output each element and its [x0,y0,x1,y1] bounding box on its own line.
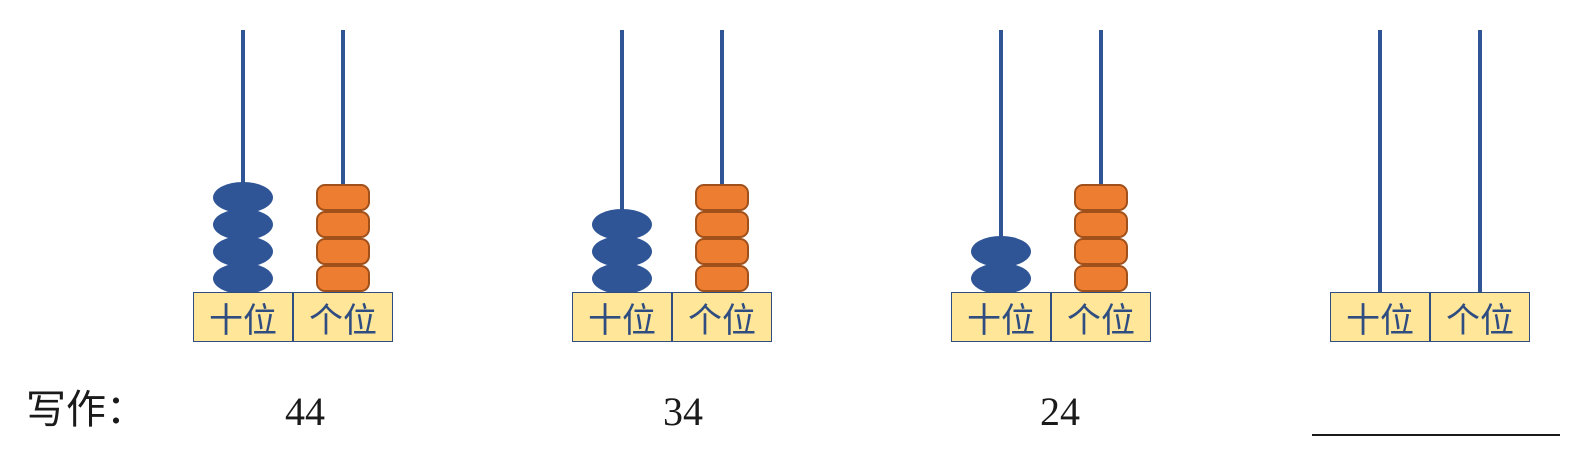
abacus-1-tens-label: 十位 [193,292,293,342]
write-label: 写作： [26,387,146,433]
abacus-3-tens-bead [971,236,1031,267]
abacus-2-tens-label: 十位 [572,292,672,342]
abacus-3-ones-bead [1074,184,1128,211]
abacus-2-ones-bead [695,238,749,265]
abacus-1-ones-bead [316,184,370,211]
abacus-1-tens-bead [213,182,273,213]
abacus-3-ones-bead [1074,265,1128,292]
abacus-4-tens-label: 十位 [1330,292,1430,342]
abacus-2-ones-bead [695,211,749,238]
abacus-1-ones-label: 个位 [293,292,393,342]
abacus-2-ones-bead [695,184,749,211]
abacus-3-ones-bead [1074,211,1128,238]
abacus-1-ones-bead [316,211,370,238]
abacus-4-ones-label: 个位 [1430,292,1530,342]
abacus-3-ones-bead [1074,238,1128,265]
abacus-1-ones-bead [316,265,370,292]
abacus-1-ones-bead [316,238,370,265]
written-value-2: 34 [663,389,703,434]
abacus-2-tens-bead [592,236,652,267]
abacus-2-ones-bead [695,265,749,292]
abacus-3-tens-label: 十位 [951,292,1051,342]
abacus-2-tens-bead [592,209,652,240]
abacus-2-ones-label: 个位 [672,292,772,342]
abacus-3-ones-label: 个位 [1051,292,1151,342]
answer-blank-line[interactable] [1312,434,1560,436]
abacus-2-tens-bead [592,263,652,294]
abacus-3-tens-bead [971,263,1031,294]
written-value-3: 24 [1040,389,1080,434]
abacus-1-tens-bead [213,263,273,294]
abacus-1-tens-bead [213,209,273,240]
abacus-1-tens-bead [213,236,273,267]
written-value-1: 44 [285,389,325,434]
